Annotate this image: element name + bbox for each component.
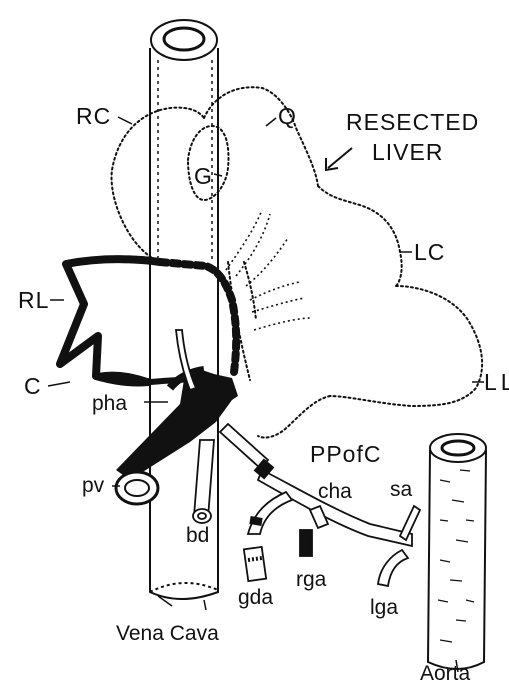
label-resected-line1: RESECTED bbox=[346, 109, 479, 135]
label-cha: cha bbox=[318, 480, 352, 503]
gastroduodenal-artery bbox=[244, 492, 292, 581]
label-lc: LC bbox=[414, 239, 445, 265]
label-ll: LL bbox=[484, 369, 509, 395]
label-aorta: Aorta bbox=[420, 662, 471, 684]
label-rga: rga bbox=[296, 568, 327, 591]
label-gda: gda bbox=[238, 586, 273, 609]
label-q: Q bbox=[278, 103, 297, 129]
label-ppofc: PPofC bbox=[310, 441, 381, 467]
left-gastric-artery bbox=[378, 550, 408, 586]
label-bd: bd bbox=[186, 524, 209, 547]
aorta bbox=[428, 434, 486, 669]
label-rl: RL bbox=[18, 287, 49, 313]
label-c: C bbox=[24, 373, 42, 399]
label-resected-line2: LIVER bbox=[372, 139, 443, 165]
label-pha: pha bbox=[92, 392, 127, 415]
right-gastric-artery bbox=[300, 506, 328, 556]
label-lga: lga bbox=[370, 596, 398, 619]
bile-duct-branches bbox=[226, 210, 310, 330]
label-sa: sa bbox=[390, 478, 413, 501]
label-pv: pv bbox=[82, 474, 105, 497]
label-vena-cava: Vena Cava bbox=[116, 622, 219, 645]
label-g: G bbox=[194, 163, 213, 189]
resected-arrow bbox=[326, 148, 352, 170]
label-rc: RC bbox=[76, 103, 111, 129]
